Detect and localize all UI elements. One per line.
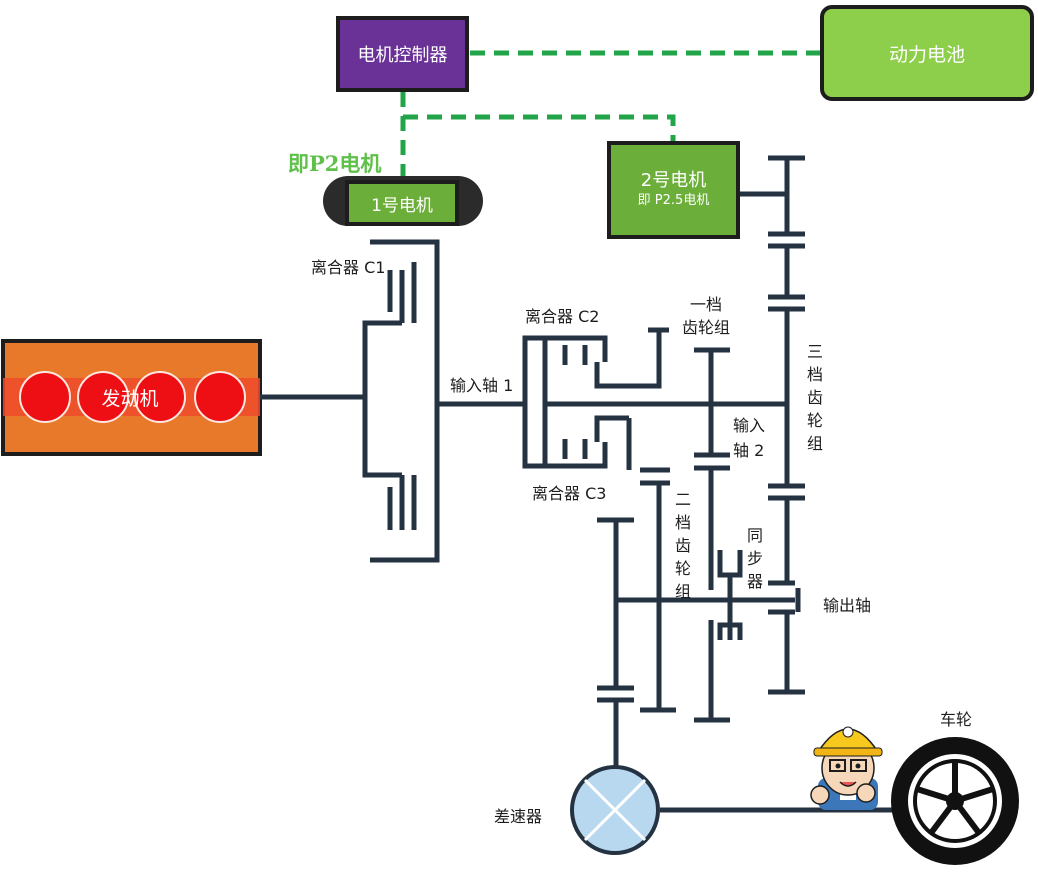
motor1-block: 1号电机: [345, 180, 459, 226]
synchronizer-label: 同步器: [746, 526, 763, 591]
input-shaft-1-label: 输入轴 1: [450, 376, 514, 395]
output-shaft-label: 输出轴: [823, 596, 872, 615]
differential-icon: [570, 765, 660, 855]
input-shaft-2-label-a: 输入: [733, 416, 766, 435]
clutch-c3-label: 离合器 C3: [532, 484, 607, 503]
differential-label: 差速器: [494, 807, 543, 826]
wheel-icon: [891, 737, 1019, 865]
motor2-block: 2号电机 即 P2.5电机: [607, 141, 740, 239]
clutch-c2-label: 离合器 C2: [525, 307, 600, 326]
engine-label-box: 发动机: [70, 378, 190, 416]
input-shaft-2-label-b: 轴 2: [733, 441, 765, 460]
motor-controller-label: 电机控制器: [357, 45, 448, 66]
motor1-label: 1号电机: [371, 195, 433, 216]
motor2-subtitle: 即 P2.5电机: [637, 193, 710, 208]
gear1-label-a: 一档: [690, 295, 723, 314]
p2-motor-label: 即P2电机: [288, 151, 382, 176]
engine-label: 发动机: [101, 387, 159, 410]
engineer-avatar-icon: [810, 726, 883, 810]
motor-controller-block: 电机控制器: [336, 16, 469, 92]
gear2-label: 二档齿轮组: [674, 490, 691, 601]
engine-cylinders: [19, 371, 246, 423]
battery-label: 动力电池: [888, 43, 965, 66]
gear3-label: 三档齿轮组: [806, 342, 823, 453]
motor2-title: 2号电机: [640, 170, 707, 191]
clutch-c1-label: 离合器 C1: [311, 258, 386, 277]
gear1-label-b: 齿轮组: [682, 318, 731, 337]
wheel-label: 车轮: [940, 710, 973, 729]
electrical-connections: [400, 50, 820, 176]
battery-block: 动力电池: [820, 5, 1034, 101]
